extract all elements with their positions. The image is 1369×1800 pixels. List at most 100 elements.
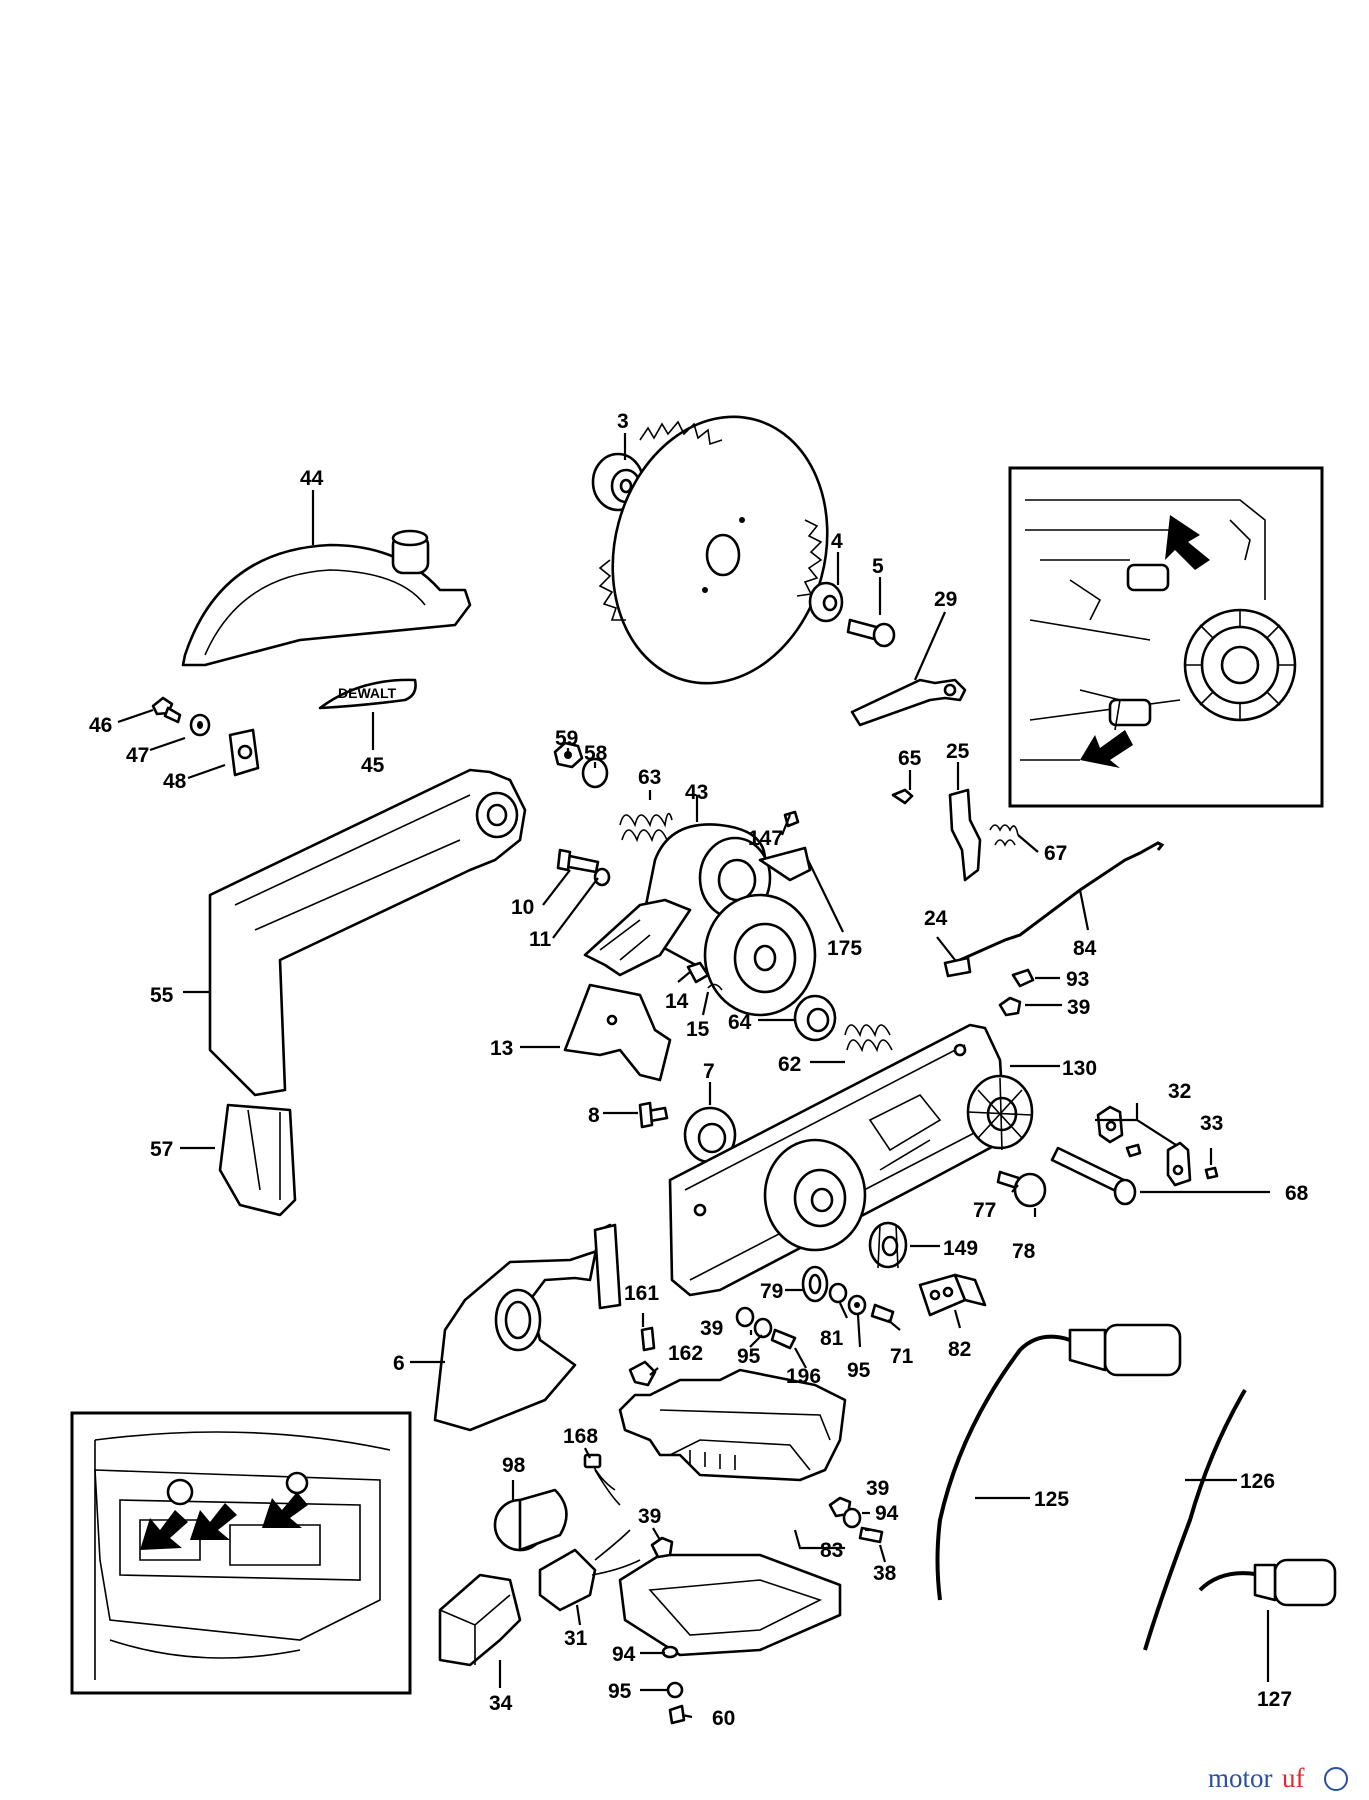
part-saw-blade — [598, 415, 829, 685]
label-60: 60 — [712, 1707, 735, 1730]
logo-text-motor: motor — [1208, 1763, 1273, 1793]
parts-39-94-38-hardware — [650, 1496, 884, 1559]
label-11: 11 — [529, 928, 552, 951]
label-81: 81 — [820, 1327, 844, 1350]
label-59: 59 — [555, 727, 578, 750]
label-39d: 39 — [866, 1477, 889, 1500]
label-78: 78 — [1012, 1240, 1036, 1263]
inset-detail-top-right — [1008, 466, 1324, 808]
part-64-bearing — [793, 994, 837, 1042]
label-15: 15 — [686, 1018, 710, 1041]
inset-detail-bottom-left — [70, 1411, 412, 1695]
part-44-blade-guard — [181, 529, 472, 667]
part-13-bracket — [563, 983, 672, 1082]
parts-77-78-knob — [996, 1170, 1047, 1208]
label-82: 82 — [948, 1338, 971, 1361]
label-175: 175 — [827, 937, 862, 960]
part-6-lower-guard — [433, 1223, 622, 1432]
label-84: 84 — [1073, 937, 1097, 960]
part-57-arm-end — [218, 1103, 297, 1217]
part-32-33-brackets — [1096, 1105, 1219, 1187]
label-39a: 39 — [1067, 996, 1090, 1019]
label-147: 147 — [748, 827, 783, 850]
label-45: 45 — [361, 754, 385, 777]
parts-46-47-48-fasteners — [151, 696, 260, 777]
part-31-switch — [538, 1529, 641, 1612]
label-79: 79 — [760, 1280, 783, 1303]
part-45-brand-plate: DEWALT — [318, 678, 417, 710]
label-126: 126 — [1240, 1470, 1275, 1493]
label-47: 47 — [126, 744, 149, 767]
part-base-plate — [618, 1553, 842, 1657]
label-39b: 39 — [700, 1317, 723, 1340]
label-162: 162 — [668, 1342, 703, 1365]
parts-59-58-nut-washer — [553, 741, 609, 789]
label-95a: 95 — [737, 1345, 761, 1368]
label-98: 98 — [502, 1454, 526, 1477]
label-5: 5 — [872, 555, 884, 578]
label-127: 127 — [1257, 1688, 1292, 1711]
part-8-screw — [638, 1101, 669, 1129]
label-39c: 39 — [638, 1505, 661, 1528]
label-149: 149 — [943, 1237, 978, 1260]
part-82-brush-holder — [918, 1273, 987, 1317]
label-83: 83 — [820, 1539, 843, 1562]
label-68: 68 — [1285, 1182, 1309, 1205]
part-34-switch-cover — [438, 1573, 522, 1667]
parts-14-15-clip — [686, 961, 723, 991]
label-6: 6 — [393, 1352, 405, 1375]
label-130: 130 — [1062, 1057, 1097, 1080]
parts-65-25-67-lever — [891, 788, 1019, 882]
label-3: 3 — [617, 410, 629, 433]
label-44: 44 — [300, 467, 324, 490]
label-32: 32 — [1168, 1080, 1191, 1103]
label-168: 168 — [563, 1425, 598, 1448]
label-33: 33 — [1200, 1112, 1223, 1135]
parts-161-162-small — [628, 1326, 657, 1387]
part-55-arm — [208, 768, 527, 1097]
parts-93-39-screw-nut — [998, 968, 1035, 1017]
label-46: 46 — [89, 714, 112, 737]
part-43-motor-housing — [583, 823, 817, 1017]
part-149-gear — [868, 1221, 908, 1269]
leader-lines — [117, 433, 1270, 1719]
part-126-cable — [1143, 1388, 1247, 1651]
label-43: 43 — [685, 781, 708, 804]
label-64: 64 — [728, 1011, 752, 1034]
part-7-bearing — [683, 1106, 737, 1164]
label-4: 4 — [831, 530, 843, 553]
label-95b: 95 — [847, 1359, 871, 1382]
label-125: 125 — [1034, 1488, 1069, 1511]
label-161: 161 — [624, 1282, 659, 1305]
part-83-handle-housing — [618, 1368, 847, 1482]
part-29-wrench — [850, 678, 967, 727]
label-10: 10 — [511, 896, 534, 919]
part-127-plug — [1198, 1558, 1337, 1607]
label-67: 67 — [1044, 842, 1067, 865]
label-38: 38 — [873, 1562, 897, 1585]
label-94a: 94 — [875, 1502, 899, 1525]
label-14: 14 — [665, 990, 689, 1013]
part-68-bolt — [1050, 1146, 1137, 1206]
label-34: 34 — [489, 1692, 513, 1715]
label-62: 62 — [778, 1053, 801, 1076]
label-95c: 95 — [608, 1680, 632, 1703]
label-29: 29 — [934, 588, 957, 611]
label-94b: 94 — [612, 1643, 636, 1666]
label-24: 24 — [924, 907, 948, 930]
parts-94-95-60-base-hardware — [661, 1645, 686, 1725]
part-62-spring — [844, 1024, 893, 1053]
part-168-98-capacitor — [493, 1453, 621, 1552]
label-55: 55 — [150, 984, 174, 1007]
label-63: 63 — [638, 766, 661, 789]
part-125-cable — [935, 1323, 1182, 1601]
part-130-gear-housing — [668, 1023, 1034, 1297]
parts-24-84-rod — [943, 841, 1165, 978]
label-65: 65 — [898, 747, 922, 770]
label-48: 48 — [163, 770, 187, 793]
parts-79-81-71-95-hardware — [735, 1265, 895, 1350]
label-8: 8 — [588, 1104, 600, 1127]
callout-labels: 3 44 4 5 29 46 47 48 45 59 58 63 43 65 2… — [89, 410, 1309, 1730]
part-4-flange — [808, 581, 844, 623]
